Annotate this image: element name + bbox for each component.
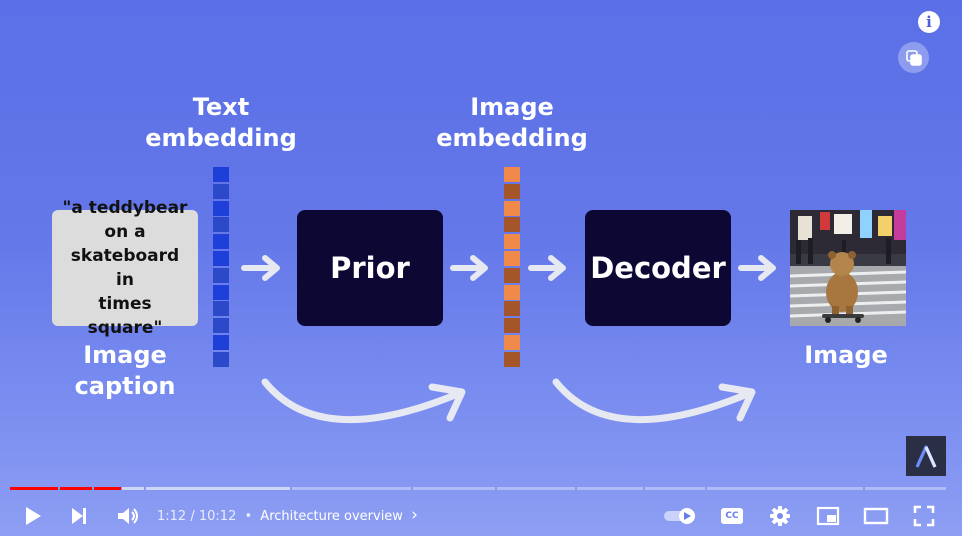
- image-embedding-cell: [504, 318, 520, 334]
- image-caption-label-line2: caption: [74, 372, 176, 400]
- text-embedding-cell: [213, 351, 229, 367]
- generated-image: [790, 210, 906, 326]
- text-embedding-cell: [213, 217, 229, 233]
- curved-arrow-1: [261, 378, 466, 424]
- fullscreen-button[interactable]: [910, 502, 938, 530]
- prior-label: Prior: [330, 251, 410, 285]
- text-embedding-cell: [213, 200, 229, 216]
- progress-segment[interactable]: [413, 487, 495, 490]
- caption-line-2: on a: [104, 222, 146, 242]
- image-caption-label: Image caption: [50, 340, 200, 402]
- image-embedding-cell: [504, 250, 520, 266]
- text-embedding-label: Text embedding: [140, 92, 302, 154]
- image-embedding-cell: [504, 167, 520, 182]
- text-embedding-cell: [213, 267, 229, 283]
- text-embedding-cell: [213, 334, 229, 350]
- chevron-right-icon: ›: [411, 505, 418, 525]
- volume-button[interactable]: [114, 502, 142, 530]
- chapter-title: Architecture overview: [260, 509, 403, 524]
- image-label-text: Image: [804, 341, 888, 369]
- caption-line-1: "a teddybear: [62, 198, 188, 218]
- next-button[interactable]: [66, 502, 92, 530]
- image-embedding-cell: [504, 284, 520, 300]
- image-label: Image: [790, 340, 902, 371]
- time-separator: /: [190, 509, 195, 524]
- arrow-text-to-prior: [241, 255, 280, 281]
- captions-button[interactable]: CC: [719, 502, 745, 530]
- curved-arrow-2: [552, 378, 756, 424]
- time-current: 1:12: [157, 509, 187, 524]
- progress-segment[interactable]: [146, 487, 290, 490]
- text-embedding-cell: [213, 250, 229, 266]
- image-caption-label-line1: Image: [83, 341, 167, 369]
- settings-button[interactable]: [766, 502, 794, 530]
- theater-icon: [863, 507, 889, 525]
- text-embedding-cell: [213, 183, 229, 199]
- play-icon: [26, 507, 41, 525]
- caption-line-3: skateboard in: [70, 246, 180, 290]
- text-embedding-cell: [213, 167, 229, 182]
- image-embedding-vector: [504, 167, 520, 369]
- prior-block: Prior: [297, 210, 443, 326]
- next-icon: [72, 508, 86, 524]
- progress-segment[interactable]: [94, 487, 121, 490]
- progress-bar[interactable]: [10, 487, 948, 490]
- chapter-dot: •: [244, 509, 253, 524]
- text-embedding-cell: [213, 284, 229, 300]
- image-embedding-cell: [504, 301, 520, 317]
- arrow-decoder-to-image: [738, 255, 776, 281]
- miniplayer-icon: [816, 506, 840, 526]
- caption-box: "a teddybear on a skateboard in times sq…: [52, 198, 198, 338]
- player-controls: 1:12 / 10:12 • Architecture overview › C…: [0, 496, 962, 536]
- progress-segment[interactable]: [60, 487, 92, 490]
- gear-icon: [770, 506, 790, 526]
- caption-line-4: times square": [87, 294, 163, 338]
- image-embedding-cell: [504, 351, 520, 367]
- arrow-embedding-to-decoder: [528, 255, 566, 281]
- image-embedding-cell: [504, 183, 520, 199]
- progress-segment[interactable]: [645, 487, 705, 490]
- progress-segment[interactable]: [865, 487, 946, 490]
- text-embedding-cell: [213, 301, 229, 317]
- image-embedding-cell: [504, 200, 520, 216]
- chapter-button[interactable]: Architecture overview ›: [260, 506, 418, 524]
- image-embedding-cell: [504, 234, 520, 250]
- theater-button[interactable]: [862, 502, 890, 530]
- progress-segment[interactable]: [707, 487, 863, 490]
- progress-segment[interactable]: [122, 487, 144, 490]
- image-embedding-label-line2: embedding: [436, 124, 588, 152]
- image-embedding-label-line1: Image: [470, 93, 554, 121]
- captions-icon: CC: [721, 508, 743, 524]
- progress-segment[interactable]: [292, 487, 411, 490]
- cards-icon[interactable]: [898, 42, 929, 73]
- miniplayer-button[interactable]: [814, 502, 842, 530]
- channel-logo-icon[interactable]: [906, 436, 946, 476]
- autoplay-toggle[interactable]: [662, 502, 700, 530]
- volume-icon: [118, 508, 138, 524]
- fullscreen-icon: [913, 505, 935, 527]
- progress-segment[interactable]: [497, 487, 575, 490]
- image-embedding-cell: [504, 334, 520, 350]
- text-embedding-cell: [213, 234, 229, 250]
- decoder-block: Decoder: [585, 210, 731, 326]
- progress-segment[interactable]: [10, 487, 58, 490]
- image-embedding-cell: [504, 217, 520, 233]
- time-display: 1:12 / 10:12 • Architecture overview ›: [157, 506, 418, 526]
- time-total: 10:12: [198, 509, 237, 524]
- play-button[interactable]: [20, 502, 46, 530]
- text-embedding-cell: [213, 318, 229, 334]
- arrow-prior-to-embedding: [450, 255, 488, 281]
- decoder-label: Decoder: [590, 251, 726, 285]
- autoplay-icon: [664, 508, 695, 524]
- text-embedding-vector: [213, 167, 229, 369]
- text-embedding-label-line2: embedding: [145, 124, 297, 152]
- progress-segment[interactable]: [577, 487, 643, 490]
- image-embedding-label: Image embedding: [430, 92, 594, 154]
- info-icon[interactable]: i: [918, 11, 940, 33]
- text-embedding-label-line1: Text: [192, 93, 250, 121]
- image-embedding-cell: [504, 267, 520, 283]
